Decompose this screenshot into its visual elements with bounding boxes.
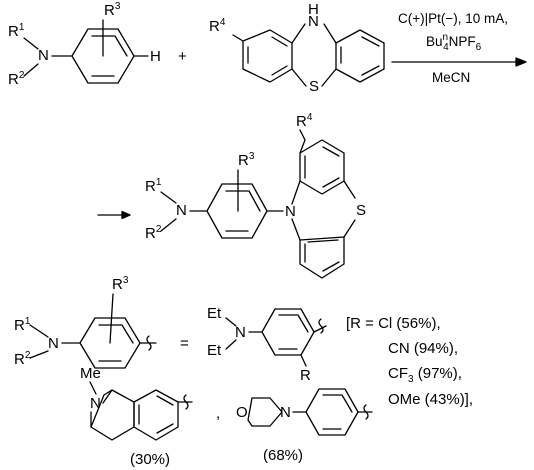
svg-text:N: N [90, 395, 101, 412]
svg-text:N: N [176, 202, 187, 219]
product-arrow [97, 210, 131, 220]
plus-sign: + [178, 48, 187, 65]
svg-text:Et: Et [207, 305, 222, 322]
tetrahydroquinoline-fragment: Me N [80, 365, 193, 441]
svg-text:O: O [236, 404, 248, 421]
svg-text:CF3 (97%),: CF3 (97%), [388, 365, 462, 385]
svg-text:R1: R1 [145, 177, 162, 195]
svg-text:S: S [356, 202, 366, 219]
morpholine-fragment: O N [236, 388, 373, 436]
svg-text:N: N [38, 47, 49, 64]
equals-sign: = [180, 335, 189, 352]
product-molecule: R1 R2 N R3 N R4 S [145, 112, 366, 279]
substituent-list: [R = Cl (56%), CN (94%), CF3 (97%), OMe … [346, 315, 473, 408]
svg-text:N: N [308, 13, 319, 30]
yield-morpholine: (68%) [263, 447, 303, 464]
svg-text:R3: R3 [112, 275, 129, 293]
svg-text:OMe (43%)],: OMe (43%)], [388, 391, 473, 408]
comma-separator: , [216, 405, 220, 422]
svg-text:R1: R1 [8, 22, 25, 40]
svg-text:R3: R3 [238, 151, 255, 169]
yield-thq: (30%) [130, 451, 170, 468]
svg-text:CN (94%),: CN (94%), [388, 340, 458, 357]
svg-text:N: N [280, 404, 291, 421]
svg-text:R4: R4 [209, 17, 226, 35]
reactant-phenothiazine: R4 H N S [209, 1, 385, 95]
reactant-aniline: R1 R2 N R3 H [8, 1, 161, 88]
conditions-electrodes: C(+)|Pt(−), 10 mA, [398, 11, 508, 26]
svg-text:Et: Et [207, 342, 222, 359]
svg-text:[R = Cl (56%),: [R = Cl (56%), [346, 315, 441, 332]
conditions-solvent: MeCN [432, 70, 470, 85]
svg-text:R1: R1 [14, 316, 31, 334]
svg-text:N: N [235, 324, 246, 341]
svg-text:R3: R3 [104, 1, 121, 19]
svg-text:R2: R2 [8, 70, 25, 88]
svg-text:R4: R4 [296, 112, 313, 130]
svg-text:N: N [285, 203, 296, 220]
svg-text:N: N [48, 335, 59, 352]
svg-text:H: H [150, 48, 161, 65]
svg-text:Me: Me [80, 365, 101, 382]
svg-text:R2: R2 [145, 224, 162, 242]
svg-text:R2: R2 [14, 350, 31, 368]
diethylaniline-fragment: Et Et N R [207, 305, 327, 384]
svg-text:H: H [308, 1, 319, 18]
svg-text:R: R [300, 367, 311, 384]
generic-aryl-fragment: R1 R2 N R3 [14, 275, 157, 369]
svg-text:S: S [309, 78, 319, 95]
